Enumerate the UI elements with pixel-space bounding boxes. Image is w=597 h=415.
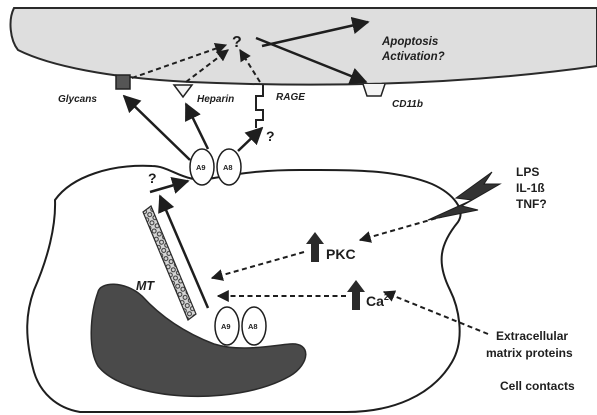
cd11b-receptor bbox=[363, 84, 385, 96]
secreted-a8-label: A8 bbox=[223, 163, 233, 172]
rage-question-mark: ? bbox=[266, 128, 275, 144]
cell-contacts-label: Cell contacts bbox=[500, 379, 575, 393]
arrow-to-heparin bbox=[186, 104, 208, 149]
inner-a9-label: A9 bbox=[221, 322, 231, 331]
target-cell-membrane bbox=[11, 8, 597, 85]
cd11b-label: CD11b bbox=[392, 99, 423, 110]
pkc-label: PKC bbox=[326, 246, 356, 262]
arrow-to-rage bbox=[238, 128, 262, 151]
secreted-a9-label: A9 bbox=[196, 163, 206, 172]
glycans-label: Glycans bbox=[58, 94, 97, 105]
secretion-question-mark: ? bbox=[148, 170, 157, 186]
matrix-proteins-label: Extracellular matrix proteins bbox=[486, 329, 573, 360]
inner-a8-label: A8 bbox=[248, 322, 258, 331]
question-mark-center: ? bbox=[232, 34, 242, 51]
rage-receptor bbox=[256, 85, 263, 128]
glycans-receptor-square bbox=[116, 75, 130, 89]
cytokines-label: LPS IL-1ß TNF? bbox=[516, 165, 548, 211]
rage-label: RAGE bbox=[276, 92, 305, 103]
arrow-to-glycans bbox=[124, 96, 190, 160]
heparin-receptor-triangle bbox=[174, 85, 192, 97]
heparin-label: Heparin bbox=[197, 94, 234, 105]
mt-label: MT bbox=[136, 279, 155, 293]
